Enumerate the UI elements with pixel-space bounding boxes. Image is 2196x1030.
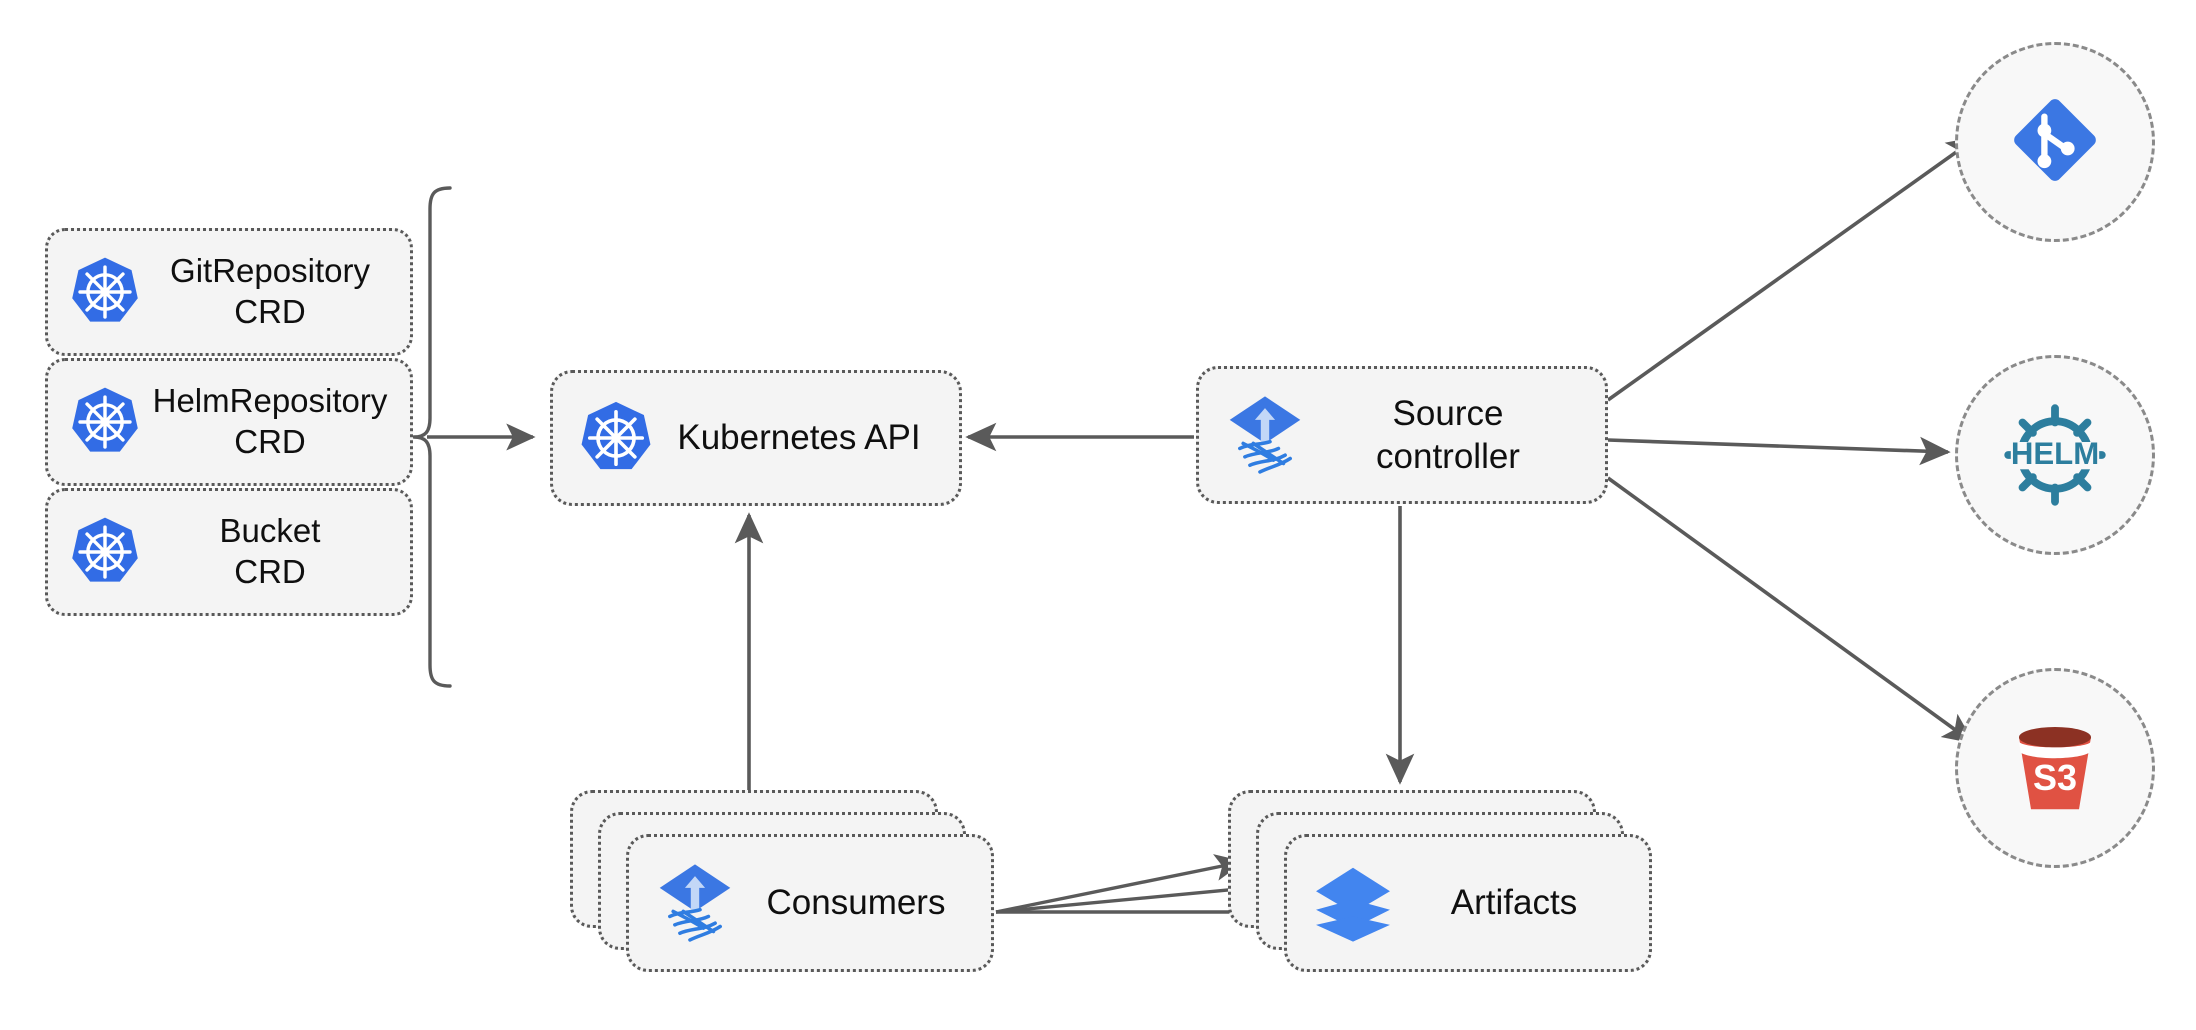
edge-source-to-s3 xyxy=(1606,476,1975,744)
helmrepository-crd-node[interactable]: HelmRepository CRD xyxy=(45,358,413,486)
consumers-label: Consumers xyxy=(766,883,946,922)
flux-icon xyxy=(1223,393,1307,477)
helm-icon: HELM xyxy=(1990,390,2120,520)
s3-icon: S3 xyxy=(1995,706,2115,831)
s3-label: S3 xyxy=(2033,757,2077,798)
kubernetes-icon xyxy=(66,383,144,461)
kubernetes-icon xyxy=(575,397,657,479)
helm-label: HELM xyxy=(2011,436,2099,471)
helmrepository-crd-label: HelmRepository CRD xyxy=(152,382,388,460)
kubernetes-icon xyxy=(66,253,144,331)
kubernetes-api-label: Kubernetes API xyxy=(677,418,921,458)
git-source-node[interactable] xyxy=(1955,42,2155,242)
layers-icon xyxy=(1311,861,1395,945)
artifacts-label: Artifacts xyxy=(1450,883,1578,922)
gitrepository-crd-node[interactable]: GitRepository CRD xyxy=(45,228,413,356)
source-controller-label: Source controller xyxy=(1376,393,1520,476)
kubernetes-api-node[interactable]: Kubernetes API xyxy=(550,370,962,506)
bucket-crd-label: Bucket CRD xyxy=(219,512,321,590)
consumers-stack[interactable]: Consumers xyxy=(570,790,1000,980)
edge-source-to-helm xyxy=(1607,436,1951,466)
kubernetes-icon xyxy=(66,513,144,591)
git-icon xyxy=(2002,87,2108,198)
flux-icon xyxy=(653,861,737,945)
helm-source-node[interactable]: HELM xyxy=(1955,355,2155,555)
artifacts-card-front[interactable]: Artifacts xyxy=(1284,834,1652,972)
gitrepository-crd-label: GitRepository CRD xyxy=(170,252,370,330)
edge-source-to-git xyxy=(1606,136,1979,402)
consumers-card-front[interactable]: Consumers xyxy=(626,834,994,972)
source-controller-node[interactable]: Source controller xyxy=(1196,366,1608,504)
bucket-crd-node[interactable]: Bucket CRD xyxy=(45,488,413,616)
crd-group-brace xyxy=(412,186,536,688)
s3-source-node[interactable]: S3 xyxy=(1955,668,2155,868)
artifacts-stack[interactable]: Artifacts xyxy=(1228,790,1658,980)
